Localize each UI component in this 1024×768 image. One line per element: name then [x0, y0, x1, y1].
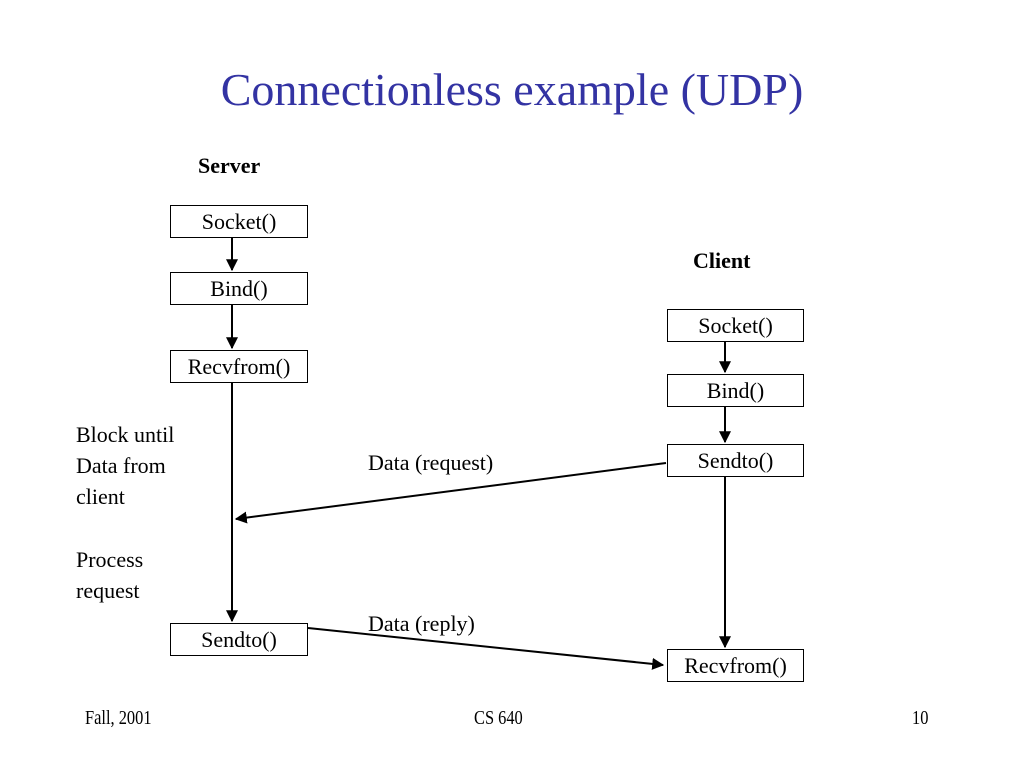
client-step-sendto[interactable]: Sendto() [667, 444, 804, 477]
client-step-socket[interactable]: Socket() [667, 309, 804, 342]
client-step-sendto-label: Sendto() [697, 447, 774, 473]
footer-term: Fall, 2001 [85, 707, 152, 729]
footer-page-number: 10 [912, 707, 929, 729]
client-column-label: Client [693, 248, 751, 273]
server-step-socket[interactable]: Socket() [170, 205, 308, 238]
server-step-bind[interactable]: Bind() [170, 272, 308, 305]
edge-data-reply [307, 627, 665, 670]
message-label-data-reply: Data (reply) [368, 611, 475, 636]
server-step-recvfrom[interactable]: Recvfrom() [170, 350, 308, 383]
server-step-bind-label: Bind() [210, 275, 268, 301]
client-step-recvfrom-label: Recvfrom() [684, 652, 787, 678]
page-title: Connectionless example (UDP) [220, 64, 804, 115]
server-step-socket-label: Socket() [201, 208, 277, 234]
footer-course: CS 640 [474, 707, 523, 729]
server-step-sendto-label: Sendto() [201, 626, 277, 652]
message-label-data-request: Data (request) [368, 450, 494, 475]
client-step-recvfrom[interactable]: Recvfrom() [667, 649, 804, 682]
server-step-sendto[interactable]: Sendto() [170, 623, 308, 656]
process-request-note: Process request [76, 547, 144, 603]
server-step-recvfrom-label: Recvfrom() [187, 353, 291, 379]
client-step-bind-label: Bind() [706, 377, 765, 403]
block-until-note: Block until Data from client [76, 422, 175, 509]
server-column-label: Server [198, 153, 261, 178]
client-step-socket-label: Socket() [698, 312, 773, 338]
client-step-bind[interactable]: Bind() [667, 374, 804, 407]
